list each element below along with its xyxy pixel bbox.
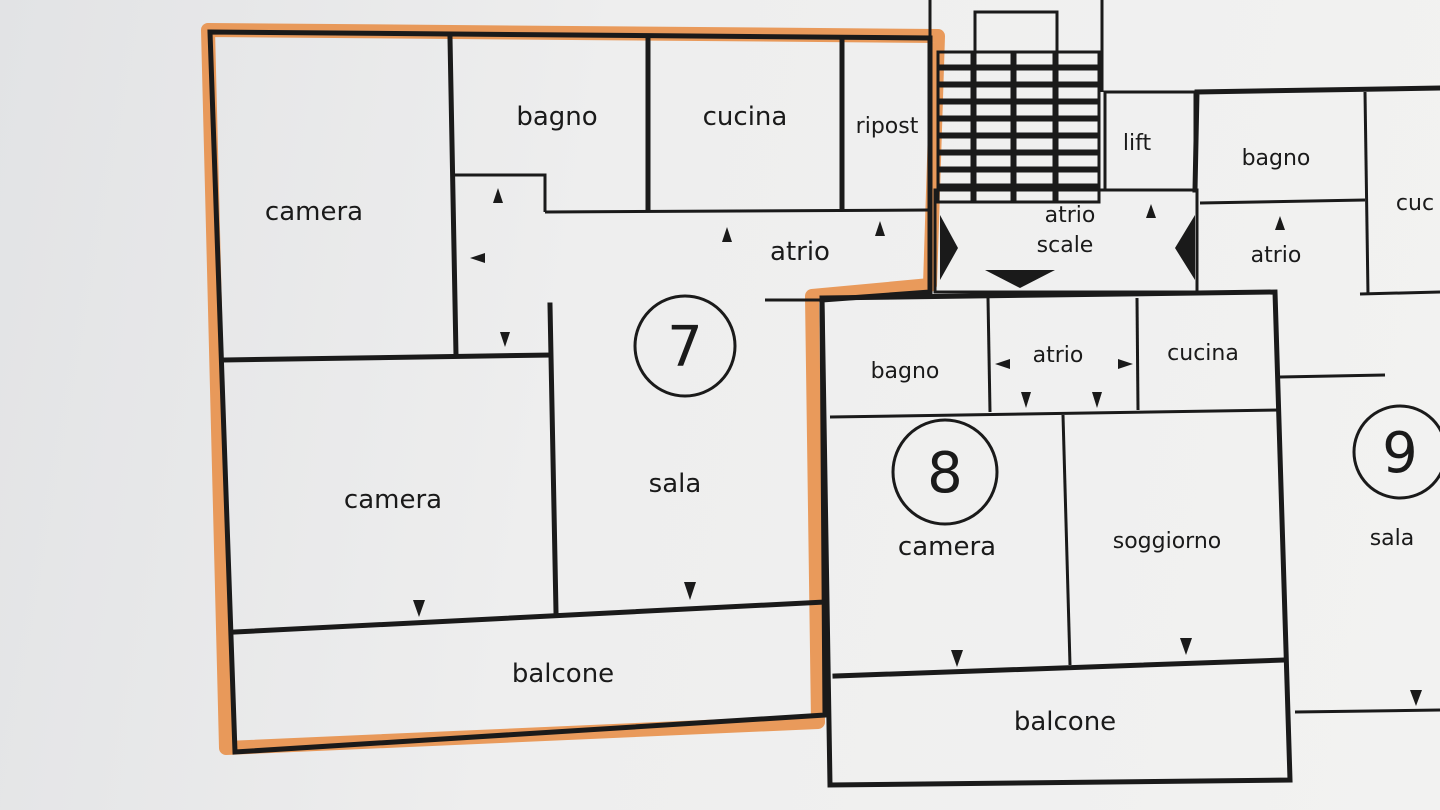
stair-step <box>936 67 974 85</box>
stair-step <box>1055 152 1101 170</box>
stair-step <box>936 186 974 204</box>
stair-step <box>973 118 1014 136</box>
stair-step <box>1055 169 1101 187</box>
stair-step <box>936 84 974 102</box>
stair-step <box>1013 50 1056 68</box>
stair-step <box>1055 50 1101 68</box>
stair-step <box>1013 135 1056 153</box>
stair-step <box>973 169 1014 187</box>
room-label: camera <box>265 197 363 227</box>
room-label: balcone <box>1014 707 1116 737</box>
unit-8-marker <box>891 418 999 526</box>
room-label: scale <box>1037 233 1094 258</box>
room-label: soggiorno <box>1113 529 1222 554</box>
room-label: sala <box>1370 526 1415 551</box>
stair-step <box>936 135 974 153</box>
room-label: camera <box>898 532 996 562</box>
room-label: balcone <box>512 659 614 689</box>
room-label: cucina <box>703 102 788 132</box>
stair-step <box>973 152 1014 170</box>
room-label: ripost <box>856 114 919 139</box>
room-label: lift <box>1123 131 1152 156</box>
stair-step <box>936 169 974 187</box>
stair-step <box>973 101 1014 119</box>
stair-step <box>1055 118 1101 136</box>
room-label: cucina <box>1167 341 1239 366</box>
stair-step <box>1013 118 1056 136</box>
unit-7-highlight <box>201 23 945 755</box>
stair-step <box>1013 186 1056 204</box>
stair-step <box>973 50 1014 68</box>
door-arrows <box>413 188 1422 706</box>
stair-step <box>1055 135 1101 153</box>
room-label: sala <box>649 469 702 499</box>
stair-step <box>973 135 1014 153</box>
stair-step <box>1013 67 1056 85</box>
stair-step <box>973 84 1014 102</box>
stair-step <box>1013 84 1056 102</box>
unit-9-number: 9 <box>1382 421 1418 486</box>
stair-step <box>936 50 974 68</box>
stair-step <box>973 186 1014 204</box>
room-label: bagno <box>1242 146 1311 171</box>
stair-step <box>936 118 974 136</box>
unit-9-marker <box>1352 404 1440 500</box>
room-label: atrio <box>770 237 830 267</box>
stair-step <box>1055 186 1101 204</box>
unit-8-number: 8 <box>927 441 963 506</box>
unit-7-number: 7 <box>667 315 703 380</box>
unit-8-walls <box>819 289 1293 788</box>
room-label: bagno <box>516 102 597 132</box>
room-label: camera <box>344 485 442 515</box>
room-label: atrio <box>1045 203 1096 228</box>
stair-step <box>936 101 974 119</box>
room-label: atrio <box>1251 243 1302 268</box>
unit-9-walls <box>928 0 1440 714</box>
stair-step <box>973 67 1014 85</box>
unit-7-marker <box>633 294 737 398</box>
stair-step <box>1055 67 1101 85</box>
room-label: atrio <box>1033 343 1084 368</box>
stair-step <box>936 152 974 170</box>
room-label: bagno <box>871 359 940 384</box>
stair-step <box>1013 101 1056 119</box>
room-label: cuc <box>1396 191 1434 216</box>
stair-step <box>1055 101 1101 119</box>
stair-step <box>1055 84 1101 102</box>
stairwell <box>933 10 1199 294</box>
stair-step <box>1013 152 1056 170</box>
stair-step <box>1013 169 1056 187</box>
